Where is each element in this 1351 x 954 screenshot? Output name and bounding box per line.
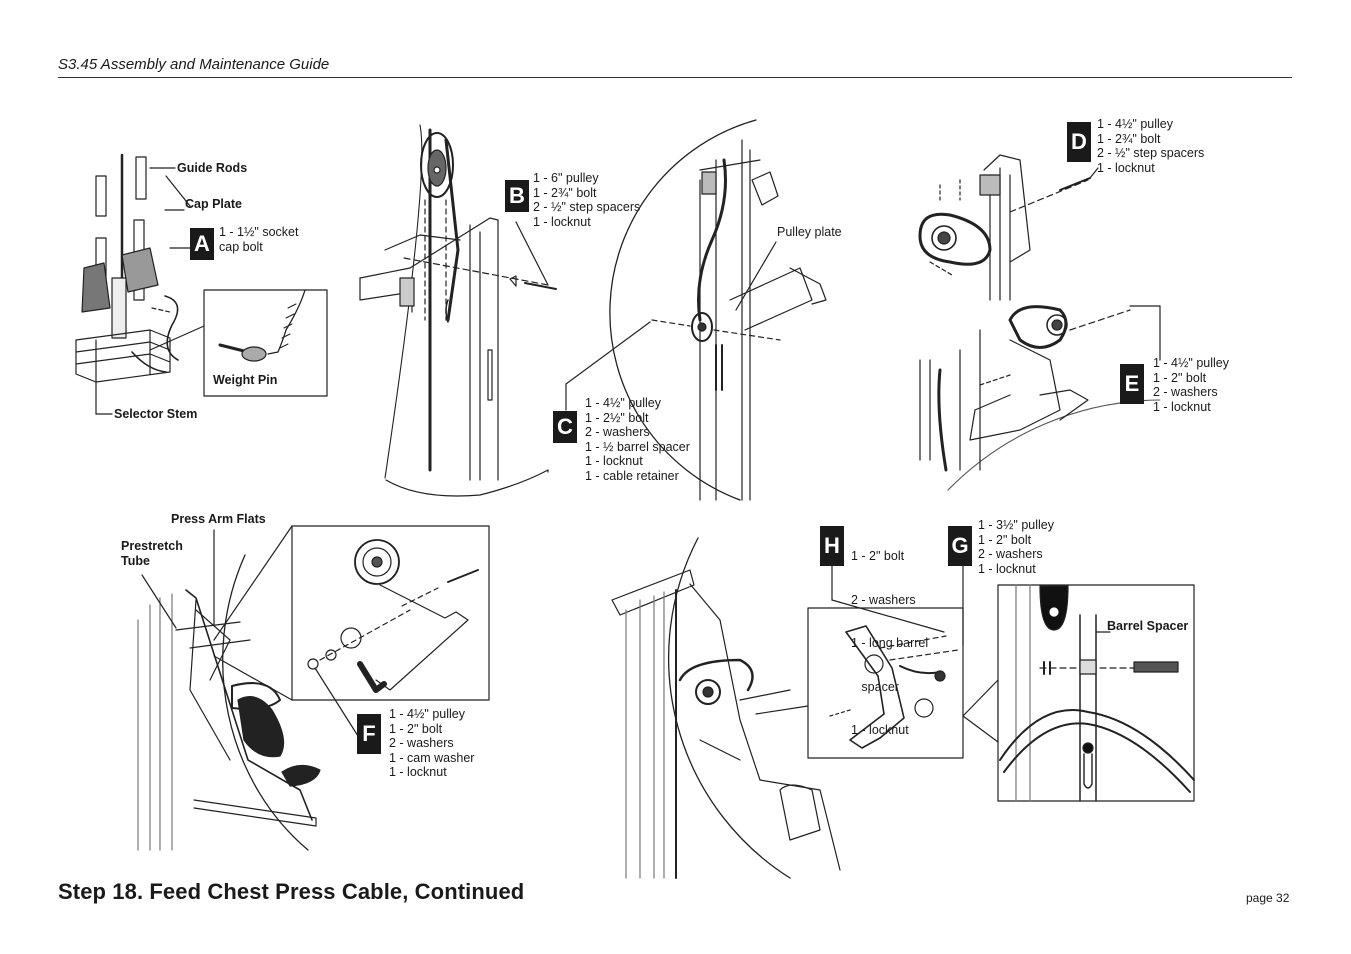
parts-item: 1 - locknut [851, 723, 909, 737]
parts-item: 1 - cam washer [389, 750, 475, 765]
parts-item: 2 - washers [585, 425, 650, 439]
weight-stack-drawing [75, 153, 328, 415]
parts-item: 1 - 2" bolt [1153, 370, 1207, 385]
parts-item: 1 - ½ barrel spacer [585, 439, 690, 454]
callout-badge-f: F [357, 714, 381, 754]
callout-badge-e: E [1120, 364, 1144, 404]
pulley-d-drawing [918, 154, 1099, 301]
label-guide-rods: Guide Rods [177, 161, 248, 175]
callout-badge-g: G [948, 526, 972, 566]
parts-item: 1 - 2" bolt [978, 532, 1032, 547]
parts-item: 1 - 2" bolt [851, 549, 905, 563]
tower-pulley-drawing [359, 124, 557, 497]
parts-item: cap bolt [219, 239, 263, 254]
parts-item: 1 - locknut [585, 454, 643, 468]
parts-item: 2 - ½" step spacers [1097, 146, 1205, 160]
parts-item: 2 - washers [389, 736, 454, 750]
detail-arc-c [565, 119, 827, 501]
parts-item: 1 - locknut [1153, 399, 1211, 414]
parts-item: 1 - locknut [533, 214, 591, 229]
callout-b-parts: 1 - 6" pulley 1 - 2¾" bolt 2 - ½" step s… [533, 171, 640, 229]
parts-item: 1 - 2¾" bolt [1097, 131, 1161, 146]
parts-item: 2 - washers [978, 547, 1043, 561]
label-prestretch-tube: Prestretch Tube [121, 539, 183, 569]
callout-e-parts: 1 - 4½" pulley 1 - 2" bolt 2 - washers 1… [1153, 356, 1229, 414]
parts-item: 1 - locknut [978, 561, 1036, 576]
label-weight-pin: Weight Pin [213, 373, 278, 387]
label-selector-stem: Selector Stem [114, 407, 198, 421]
header-rule [58, 77, 1292, 78]
parts-item: 1 - locknut [389, 765, 447, 779]
press-arm-drawing [137, 525, 490, 851]
parts-item: 1 - locknut [1097, 160, 1155, 175]
parts-item: 1 - long barrel [851, 636, 929, 650]
step-title: Step 18. Feed Chest Press Cable, Continu… [58, 879, 525, 904]
callout-h-parts: 1 - 2" bolt 2 - washers 1 - long barrel … [851, 520, 928, 752]
parts-item: 2 - washers [1153, 385, 1218, 399]
parts-item: 1 - cable retainer [585, 468, 679, 483]
label-cap-plate: Cap Plate [185, 197, 242, 211]
label-barrel-spacer: Barrel Spacer [1107, 619, 1189, 633]
callout-f-parts: 1 - 4½" pulley 1 - 2" bolt 2 - washers 1… [389, 707, 474, 780]
callout-badge-c: C [553, 411, 577, 443]
parts-item: 1 - 1½" socket [219, 225, 299, 239]
callout-c-parts: 1 - 4½" pulley 1 - 2½" bolt 2 - washers … [585, 396, 690, 483]
callout-a-parts: 1 - 1½" socket cap bolt [219, 225, 298, 254]
parts-item: 1 - 4½" pulley [1097, 117, 1174, 131]
parts-item: 2 - ½" step spacers [533, 200, 641, 214]
page-number: page 32 [1246, 891, 1290, 905]
document-title: S3.45 Assembly and Maintenance Guide [58, 56, 330, 73]
callout-badge-b: B [505, 180, 529, 212]
callout-badge-d: D [1067, 122, 1091, 162]
label-prestretch-line1: Prestretch [121, 539, 183, 553]
parts-item: spacer [851, 679, 899, 694]
parts-item: 1 - 6" pulley [533, 171, 599, 185]
callout-g-parts: 1 - 3½" pulley 1 - 2" bolt 2 - washers 1… [978, 518, 1054, 576]
parts-item: 1 - 2¾" bolt [533, 185, 597, 200]
label-prestretch-line2: Tube [121, 554, 150, 568]
parts-item: 1 - 2½" bolt [585, 410, 649, 425]
parts-item: 1 - 4½" pulley [1153, 356, 1230, 370]
label-press-arm-flats: Press Arm Flats [171, 512, 266, 526]
label-pulley-plate: Pulley plate [777, 225, 842, 239]
callout-badge-a: A [190, 228, 214, 260]
parts-item: 1 - 4½" pulley [585, 396, 662, 410]
callout-badge-h: H [820, 526, 844, 566]
parts-item: 1 - 4½" pulley [389, 707, 466, 721]
pulley-gh-drawing [611, 537, 1195, 879]
parts-item: 1 - 3½" pulley [978, 518, 1055, 532]
parts-item: 2 - washers [851, 592, 916, 607]
parts-item: 1 - 2" bolt [389, 721, 443, 736]
callout-d-parts: 1 - 4½" pulley 1 - 2¾" bolt 2 - ½" step … [1097, 117, 1204, 175]
